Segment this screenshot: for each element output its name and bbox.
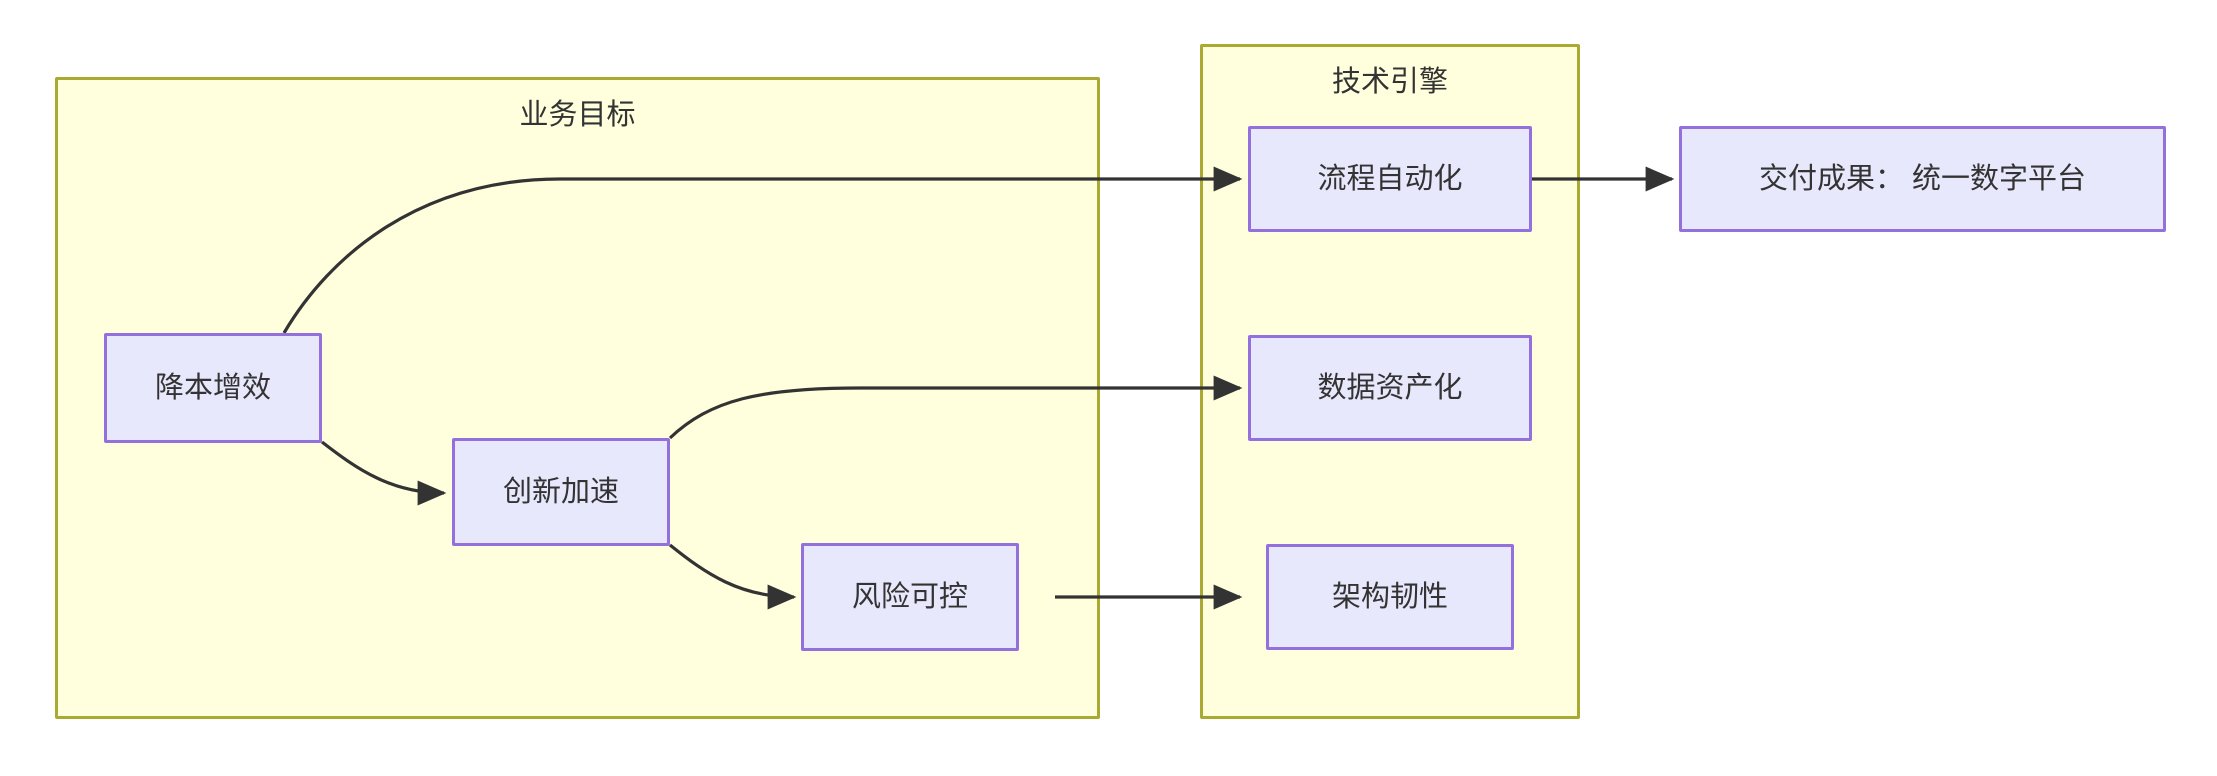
node-delivery-outcome[interactable]: 交付成果： 统一数字平台 [1679, 126, 2166, 232]
node-process-automation-label: 流程自动化 [1317, 162, 1463, 195]
cluster-tech-engine-label: 技术引擎 [1331, 66, 1448, 98]
node-architecture-resilience-label: 架构韧性 [1331, 580, 1448, 613]
node-innovation-acceleration-label: 创新加速 [502, 475, 619, 508]
node-risk-control-label: 风险可控 [851, 580, 968, 613]
node-process-automation[interactable]: 流程自动化 [1248, 126, 1532, 232]
node-cost-reduction-label: 降本增效 [154, 371, 271, 404]
node-architecture-resilience[interactable]: 架构韧性 [1266, 544, 1514, 650]
node-data-assetization[interactable]: 数据资产化 [1248, 335, 1532, 441]
node-innovation-acceleration[interactable]: 创新加速 [452, 438, 670, 546]
cluster-business-goals-label: 业务目标 [519, 99, 636, 131]
node-delivery-outcome-label: 交付成果： 统一数字平台 [1758, 162, 2087, 195]
node-data-assetization-label: 数据资产化 [1317, 371, 1463, 404]
node-risk-control[interactable]: 风险可控 [801, 543, 1019, 651]
node-cost-reduction[interactable]: 降本增效 [104, 333, 322, 443]
